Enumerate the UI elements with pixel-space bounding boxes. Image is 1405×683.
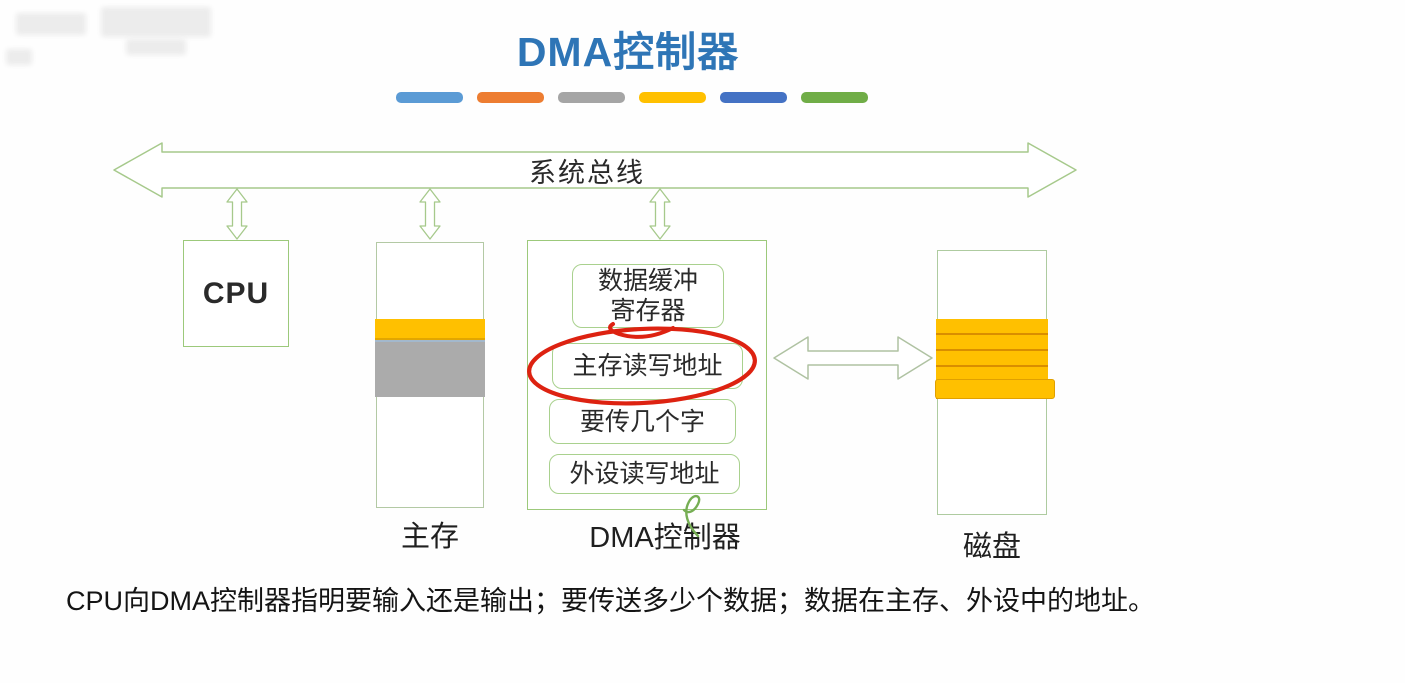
watermark-blob [126,39,186,55]
register-data-buffer: 数据缓冲 寄存器 [572,264,724,328]
memory-bus-connector-arrow [419,188,441,240]
cpu-bus-connector-arrow [226,188,248,240]
disk-data-block-overhang [935,379,1055,399]
accent-bar [477,92,544,103]
system-bus-arrow [113,142,1077,198]
watermark-blob [16,13,86,35]
memory-band-gray [375,340,485,397]
memory-highlight-band-yellow [375,319,485,340]
memory-label: 主存 [400,521,459,553]
dma-bus-connector-arrow [649,188,671,240]
register-word-count: 要传几个字 [549,399,736,444]
accent-bar [396,92,463,103]
caption-text: CPU向DMA控制器指明要输入还是输出；要传送多少个数据；数据在主存、外设中的地… [66,586,1156,616]
dma-controller-box: 数据缓冲 寄存器 主存读写地址 要传几个字 外设读写地址 [527,240,767,510]
accent-bar [558,92,625,103]
register-memory-rw-address: 主存读写地址 [552,343,743,389]
watermark-blob [6,49,32,65]
dma-disk-arrow [773,336,933,380]
watermark [6,3,231,71]
memory-box [375,242,485,508]
accent-bar [801,92,868,103]
dma-controller-label: DMA控制器 [589,522,741,554]
accent-bar [639,92,706,103]
disk-label: 磁盘 [962,531,1021,563]
accent-bars [396,92,868,103]
register-peripheral-rw-address: 外设读写地址 [549,454,740,494]
disk-box [935,250,1055,515]
page-title: DMA控制器 [516,29,740,75]
system-bus-label: 系统总线 [529,158,645,188]
cpu-box: CPU [183,240,289,347]
watermark-blob [101,7,211,37]
cpu-label: CPU [202,276,270,310]
accent-bar [720,92,787,103]
green-pen-mark [682,494,701,538]
red-circle-annotation [527,322,757,406]
